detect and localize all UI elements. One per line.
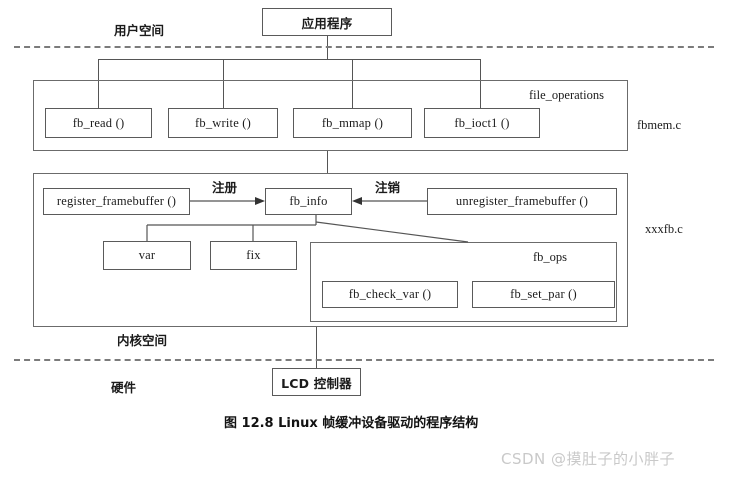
edge-bus-to-fb-write	[223, 59, 224, 108]
group-fbmem-c-label: fbmem.c	[637, 118, 682, 132]
edge-bus-to-fb-mmap	[352, 59, 353, 108]
node-fb-mmap-label: fb_mmap ()	[321, 115, 384, 130]
figure-caption: 图 12.8 Linux 帧缓冲设备驱动的程序结构	[224, 416, 479, 431]
edge-label-unregister: 注销	[375, 180, 401, 195]
node-fix-label: fix	[246, 248, 261, 262]
node-fb-info-label: fb_info	[289, 194, 328, 208]
watermark: CSDN @摸肚子的小胖子	[501, 450, 676, 468]
group-fb-ops-label: fb_ops	[533, 250, 568, 264]
node-fb-check-var-label: fb_check_var ()	[348, 287, 432, 301]
node-fb-write-label: fb_write ()	[195, 115, 251, 130]
node-fb-ioctl-label: fb_ioct1 ()	[454, 115, 510, 130]
node-fb-ioctl[interactable]: fb_ioct1 ()	[424, 108, 540, 138]
edge-fbmem-to-xxxfb	[327, 151, 328, 173]
node-fb-set-par-label: fb_set_par ()	[510, 287, 577, 301]
node-fb-read[interactable]: fb_read ()	[45, 108, 152, 138]
node-application[interactable]: 应用程序	[262, 8, 392, 36]
edge-xxxfb-to-lcd	[316, 327, 317, 368]
node-var[interactable]: var	[103, 241, 191, 270]
edge-bus-to-fb-read	[98, 59, 99, 108]
layer-label-hardware: 硬件	[111, 380, 137, 395]
layer-label-user-space: 用户空间	[114, 23, 165, 38]
edge-label-register: 注册	[212, 180, 238, 195]
node-fb-set-par[interactable]: fb_set_par ()	[472, 281, 615, 308]
node-fb-info[interactable]: fb_info	[265, 188, 352, 215]
divider-user-kernel	[14, 46, 714, 48]
edge-bus-to-fb-ioctl	[480, 59, 481, 108]
layer-label-kernel-space: 内核空间	[117, 333, 168, 348]
node-unregister-framebuffer[interactable]: unregister_framebuffer ()	[427, 188, 617, 215]
node-register-framebuffer[interactable]: register_framebuffer ()	[43, 188, 190, 215]
node-var-label: var	[138, 248, 156, 262]
node-lcd-controller[interactable]: LCD 控制器	[272, 368, 361, 396]
node-fix[interactable]: fix	[210, 241, 297, 270]
node-fb-read-label: fb_read ()	[72, 115, 125, 130]
node-fb-write[interactable]: fb_write ()	[168, 108, 278, 138]
node-fb-mmap[interactable]: fb_mmap ()	[293, 108, 412, 138]
group-file-operations-label: file_operations	[529, 88, 604, 102]
node-unregister-framebuffer-label: unregister_framebuffer ()	[455, 194, 589, 208]
node-fb-check-var[interactable]: fb_check_var ()	[322, 281, 458, 308]
divider-kernel-hardware	[14, 359, 714, 361]
group-xxxfb-c-label: xxxfb.c	[645, 222, 683, 236]
node-lcd-controller-label: LCD 控制器	[281, 375, 352, 391]
group-file-operations	[33, 80, 628, 151]
node-application-label: 应用程序	[301, 15, 353, 31]
bus-file-operations	[98, 59, 480, 60]
group-xxxfb-c	[33, 173, 628, 327]
node-register-framebuffer-label: register_framebuffer ()	[56, 194, 177, 208]
